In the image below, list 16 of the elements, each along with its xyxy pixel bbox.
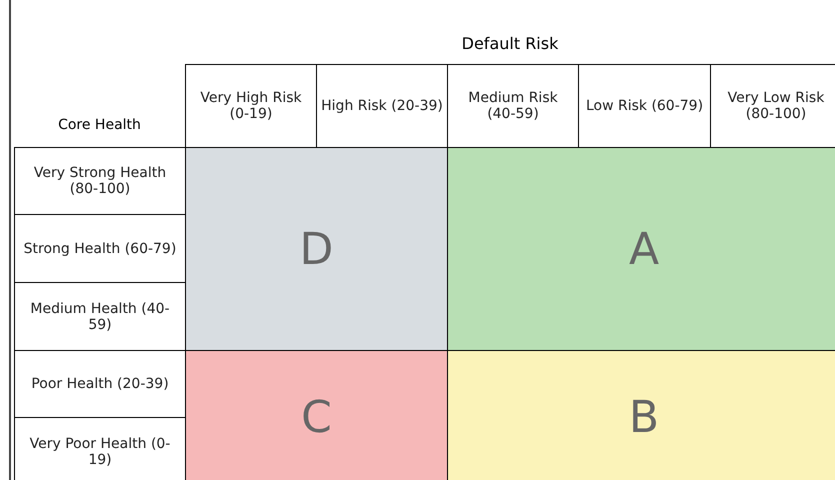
quadrant-region: C: [185, 350, 448, 480]
column-header: Low Risk (60-79): [584, 98, 704, 114]
row-header: Medium Health (40-59): [29, 300, 171, 332]
row-header: Strong Health (60-79): [22, 240, 178, 256]
row-header: Poor Health (20-39): [30, 376, 170, 392]
column-header: Very High Risk (0-19): [199, 90, 303, 122]
axis-title: Default Risk: [462, 34, 558, 53]
axis-title: Core Health: [58, 117, 141, 133]
quadrant-region: B: [447, 350, 835, 480]
row-header: Very Strong Health (80-100): [32, 165, 168, 197]
column-header: Very Low Risk (80-100): [726, 90, 826, 122]
row-header: Very Poor Health (0-19): [28, 436, 172, 468]
quadrant-region: D: [185, 147, 448, 351]
quadrant-region: A: [447, 147, 835, 351]
column-header: High Risk (20-39): [320, 98, 444, 114]
column-header: Medium Risk (40-59): [467, 90, 559, 122]
